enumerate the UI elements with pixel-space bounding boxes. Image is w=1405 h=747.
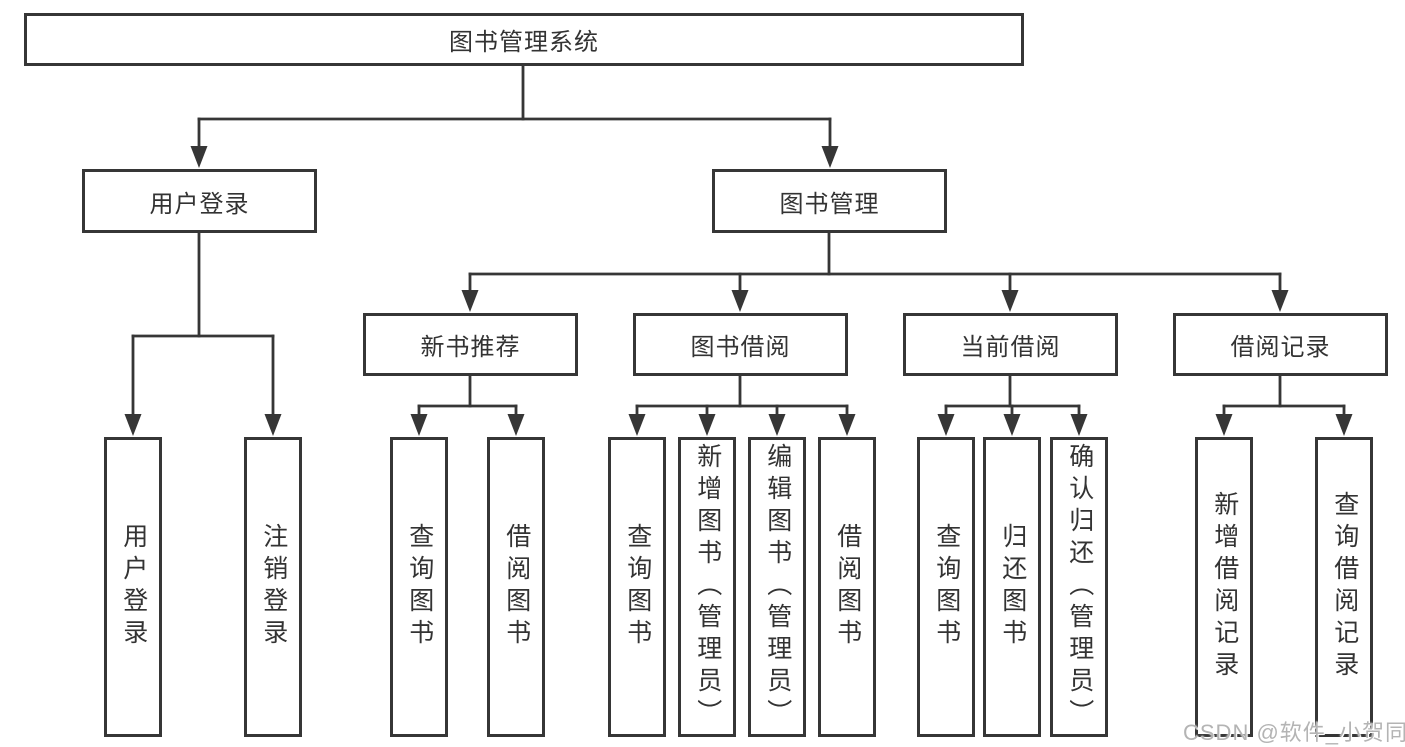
- node-borrow-records-label: 借阅记录: [1230, 334, 1331, 361]
- leaf-query-books-borrowing-label: 查询图书: [623, 523, 652, 651]
- leaf-add-borrow-record: 新增借阅记录: [1195, 437, 1253, 737]
- leaf-query-books-current-label: 查询图书: [932, 523, 961, 651]
- leaf-borrow-books-borrowing-label: 借阅图书: [833, 523, 862, 651]
- node-book-borrowing: 图书借阅: [633, 313, 848, 376]
- node-user-login: 用户登录: [82, 169, 317, 233]
- leaf-query-books-borrowing: 查询图书: [608, 437, 666, 737]
- node-user-login-label: 用户登录: [149, 190, 250, 218]
- leaf-add-books-admin-label: 新增图书（管理员）: [693, 443, 722, 731]
- leaf-query-books-recommend-label: 查询图书: [405, 523, 434, 651]
- node-current-borrowing-label: 当前借阅: [960, 334, 1061, 361]
- leaf-query-borrow-record-label: 查询借阅记录: [1330, 491, 1359, 683]
- node-book-management-label: 图书管理: [779, 190, 880, 218]
- leaf-add-books-admin: 新增图书（管理员）: [678, 437, 736, 737]
- leaf-confirm-return-admin-label: 确认归还（管理员）: [1065, 443, 1094, 731]
- node-root-label: 图书管理系统: [449, 29, 599, 56]
- leaf-query-borrow-record: 查询借阅记录: [1315, 437, 1373, 737]
- leaf-return-books-label: 归还图书: [998, 523, 1027, 651]
- leaf-borrow-books-recommend: 借阅图书: [487, 437, 545, 737]
- node-book-management: 图书管理: [712, 169, 947, 233]
- leaf-logout: 注销登录: [244, 437, 302, 737]
- node-book-borrowing-label: 图书借阅: [690, 334, 791, 361]
- leaf-logout-label: 注销登录: [259, 523, 288, 651]
- leaf-user-login-label: 用户登录: [119, 523, 148, 651]
- node-new-book-recommend-label: 新书推荐: [420, 334, 521, 361]
- leaf-query-books-recommend: 查询图书: [390, 437, 448, 737]
- leaf-borrow-books-recommend-label: 借阅图书: [502, 523, 531, 651]
- node-new-book-recommend: 新书推荐: [363, 313, 578, 376]
- node-current-borrowing: 当前借阅: [903, 313, 1118, 376]
- node-root: 图书管理系统: [24, 13, 1024, 66]
- csdn-watermark: CSDN @软件_小贺同学: [1183, 720, 1405, 745]
- leaf-edit-books-admin-label: 编辑图书（管理员）: [763, 443, 792, 731]
- leaf-user-login: 用户登录: [104, 437, 162, 737]
- leaf-add-borrow-record-label: 新增借阅记录: [1210, 491, 1239, 683]
- leaf-edit-books-admin: 编辑图书（管理员）: [748, 437, 806, 737]
- node-borrow-records: 借阅记录: [1173, 313, 1388, 376]
- leaf-query-books-current: 查询图书: [917, 437, 975, 737]
- leaf-borrow-books-borrowing: 借阅图书: [818, 437, 876, 737]
- leaf-confirm-return-admin: 确认归还（管理员）: [1050, 437, 1108, 737]
- leaf-return-books: 归还图书: [983, 437, 1041, 737]
